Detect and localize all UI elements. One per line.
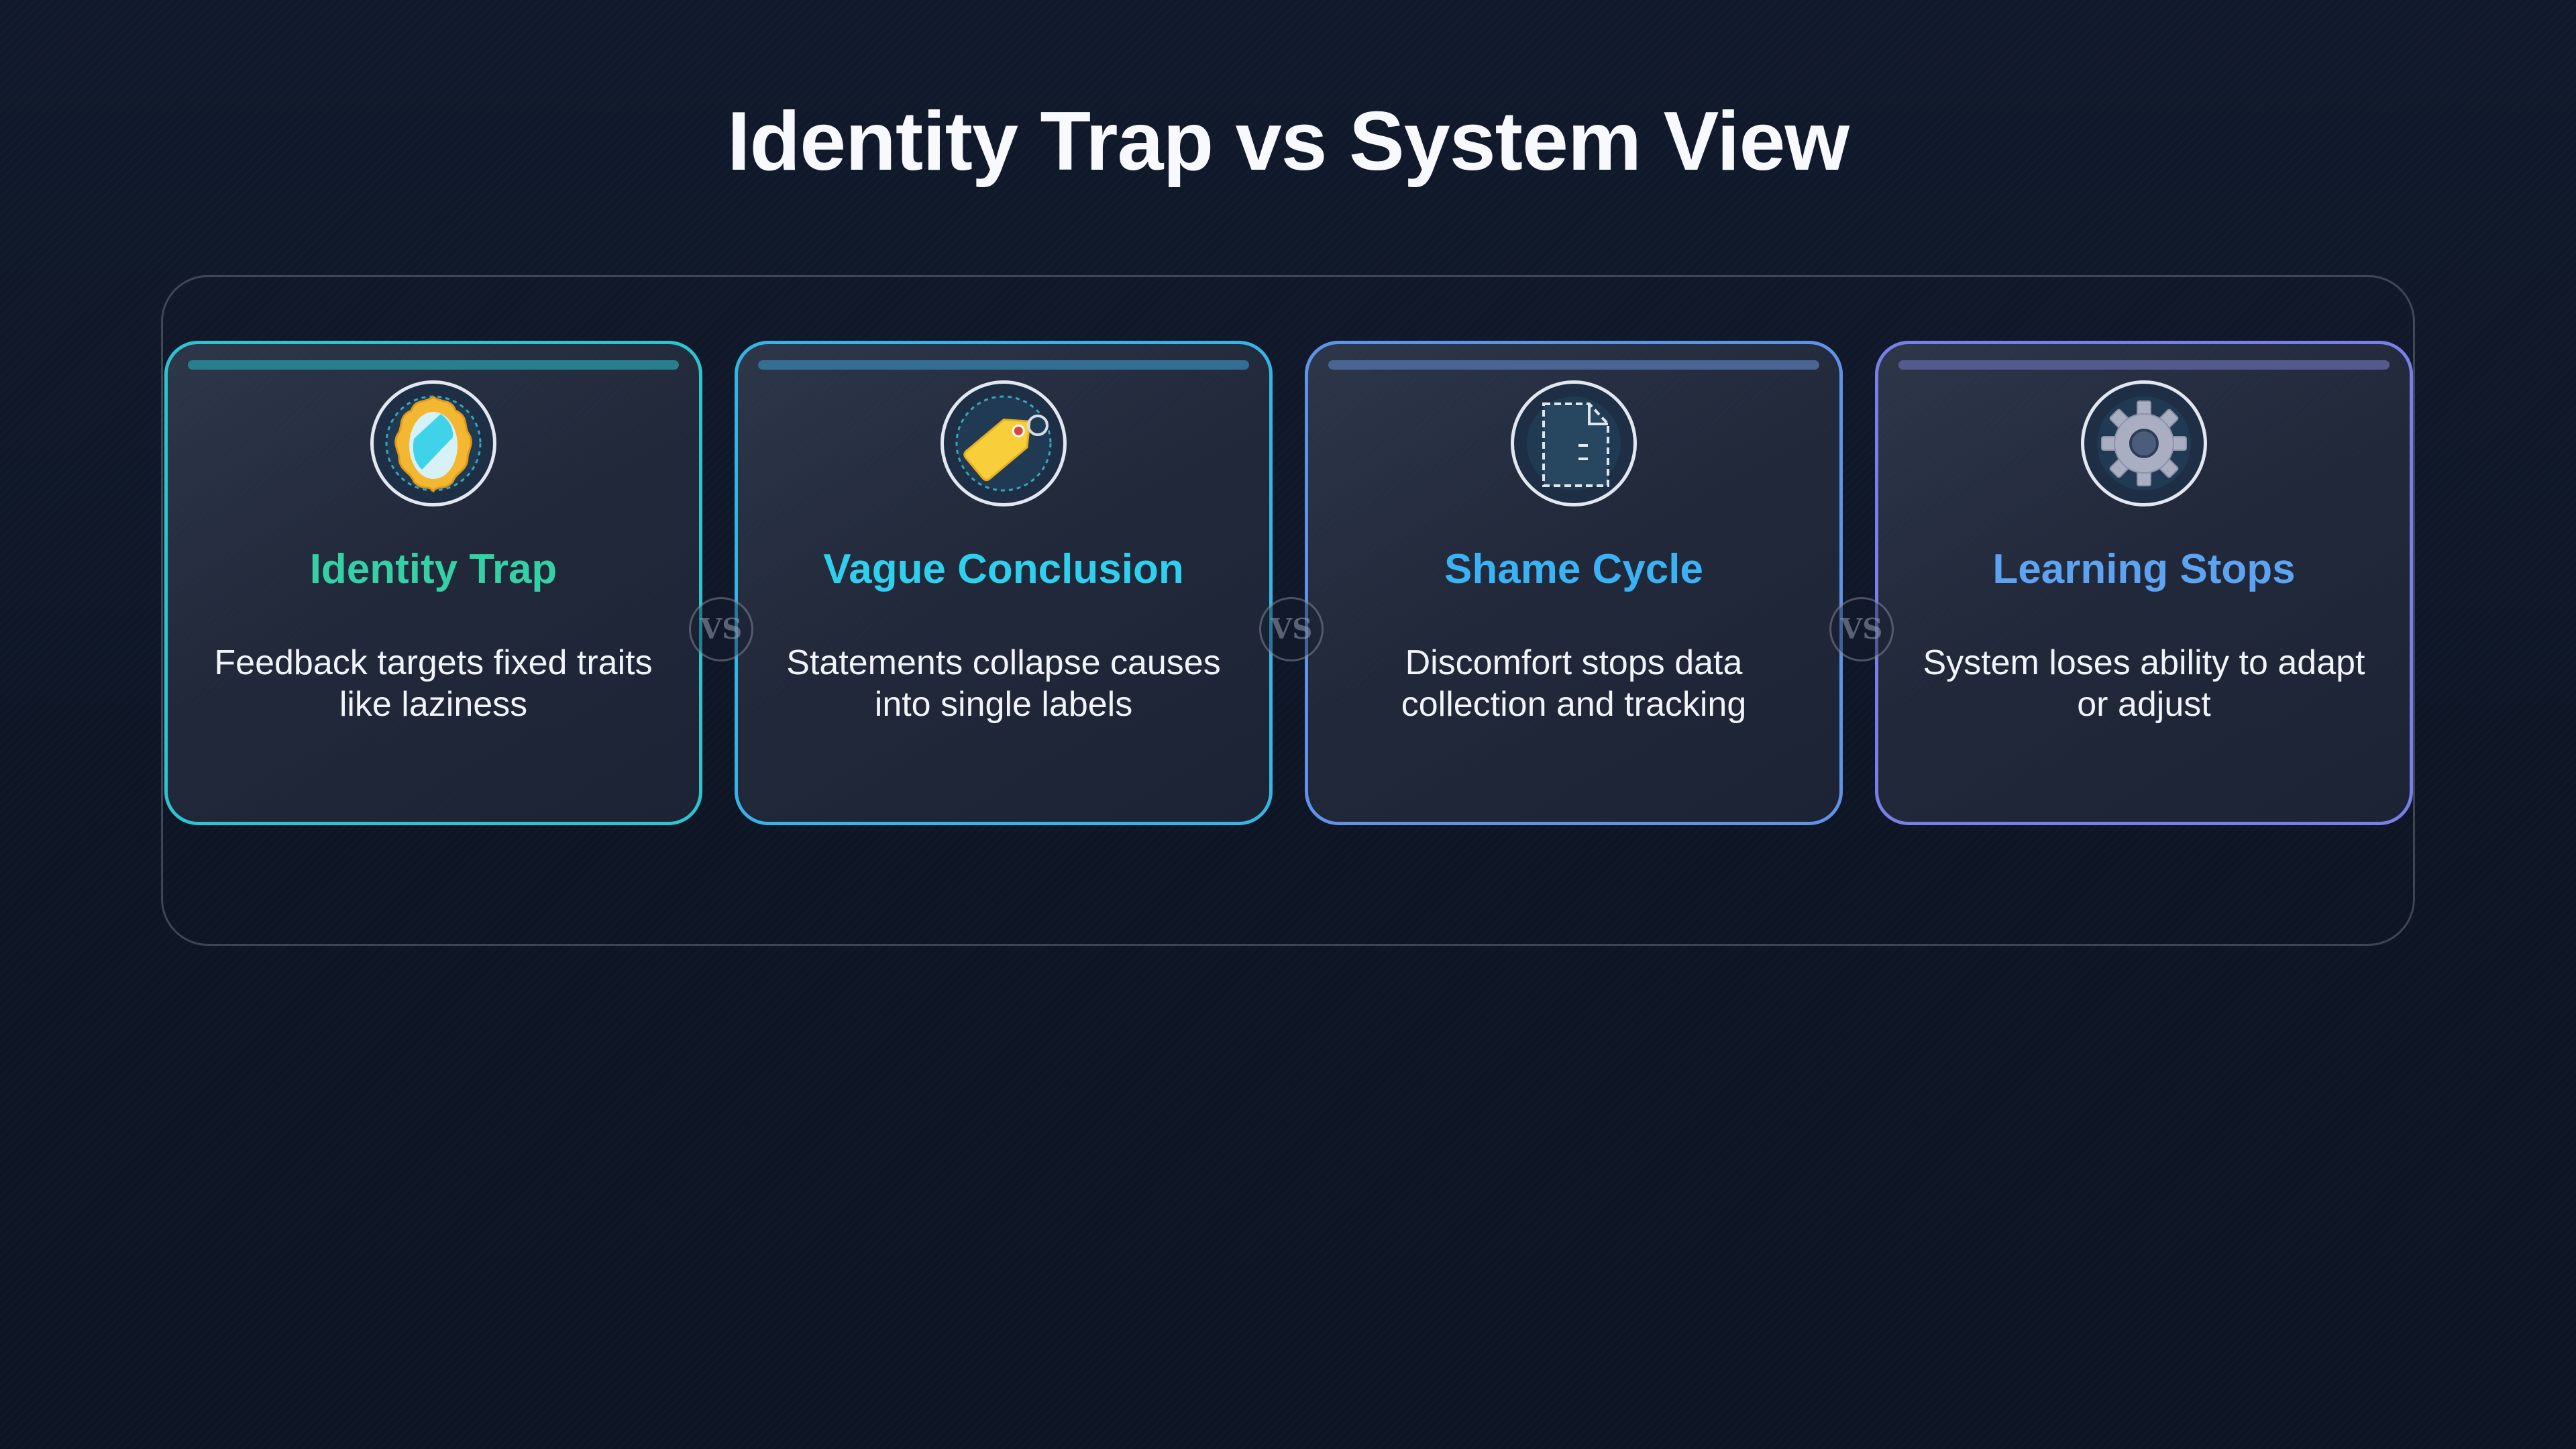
card-accent-bar [1898,360,2390,370]
vs-separator: VS [1259,597,1324,661]
card-description: Statements collapse causes into single l… [786,643,1221,724]
card-title: Identity Trap [309,546,557,592]
card-accent-bar [758,360,1249,370]
vs-separator: VS [689,597,753,661]
tag-icon [941,380,1067,506]
cards-container [161,275,2415,946]
card-vague-conclusion: Vague Conclusion Statements collapse cau… [735,341,1273,825]
card-description: Discomfort stops data collection and tra… [1401,643,1747,724]
card-accent-bar [1328,360,1819,370]
card-description: System loses ability to adapt or adjust [1923,643,2365,724]
document-icon [1511,380,1637,506]
card-description: Feedback targets fixed traits like lazin… [214,643,653,724]
card-shame-cycle: Shame Cycle Discomfort stops data collec… [1305,341,1843,825]
card-identity-trap: Identity Trap Feedback targets fixed tra… [164,341,702,825]
card-title: Vague Conclusion [823,546,1184,592]
vs-separator: VS [1829,597,1894,661]
card-learning-stops: Learning Stops System loses ability to a… [1875,341,2413,825]
card-accent-bar [188,360,679,370]
slide-title: Identity Trap vs System View [727,95,1849,188]
gear-icon [2081,380,2207,506]
card-title: Learning Stops [1992,546,2296,592]
mirror-icon [370,380,496,506]
card-title: Shame Cycle [1444,546,1703,592]
